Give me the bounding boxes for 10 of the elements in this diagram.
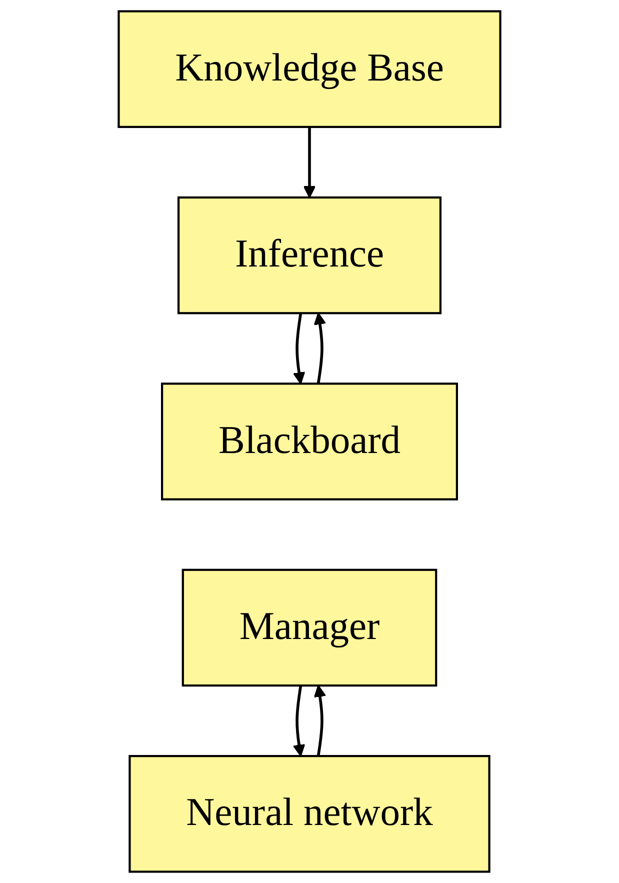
arrow	[303, 126, 316, 198]
node-box: Knowledge Base	[118, 10, 502, 128]
node-box: Manager	[182, 568, 438, 687]
arrow	[314, 684, 326, 756]
node-box: Neural network	[128, 755, 490, 873]
node-box: Inference	[177, 196, 442, 314]
arrow	[292, 312, 306, 384]
arrow	[292, 685, 306, 757]
arrow	[314, 312, 326, 384]
node-box: Blackboard	[161, 382, 458, 500]
